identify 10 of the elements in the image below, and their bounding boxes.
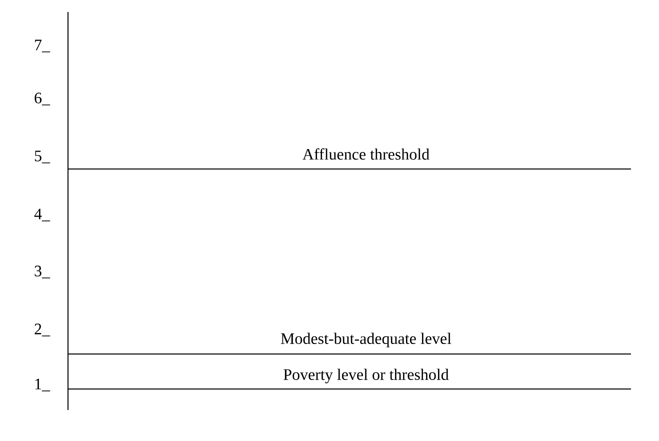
axis-tick-label: 1_: [35, 378, 50, 392]
axis-tick-label: 6_: [34, 92, 50, 106]
axis-tick-label: 7_: [35, 40, 50, 52]
axis-tick-label: 3_: [34, 266, 50, 278]
level-label: Affluence threshold: [302, 148, 430, 160]
level-label: Modest-but-adequate level: [280, 332, 452, 348]
level-label: Poverty level or threshold: [284, 368, 449, 384]
axis-tick-label: 5_: [34, 150, 50, 164]
axis-tick-label: 2_: [34, 324, 50, 336]
axis-tick-label: 4_: [34, 208, 50, 222]
